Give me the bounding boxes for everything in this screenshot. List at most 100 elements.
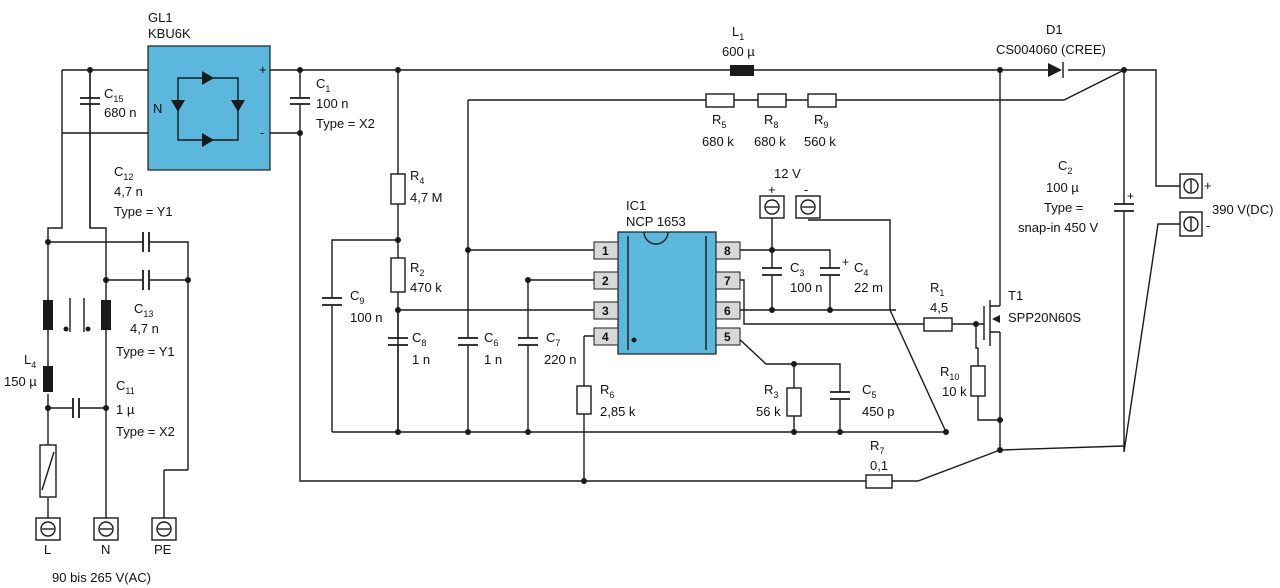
c1-type: Type = X2 (316, 116, 375, 131)
c15-value: 680 n (104, 105, 137, 120)
c4-label: C4 (854, 260, 868, 278)
bridge-n-label: N (153, 101, 162, 116)
r10-body (970, 365, 986, 397)
wires (47, 69, 1180, 520)
c11-label: C11 (116, 378, 135, 396)
bridge-plus-label: + (259, 62, 267, 77)
c2-type1: Type = (1044, 200, 1083, 215)
terminal-out-plus (1179, 173, 1203, 199)
c9-label: C9 (350, 288, 364, 306)
c12-label: C12 (114, 164, 133, 182)
terminals (35, 173, 1203, 541)
ic-pin-6: 6 (724, 304, 731, 318)
d1-label: D1 (1046, 22, 1063, 37)
ic-pin-5: 5 (724, 330, 731, 344)
c5-value: 450 p (862, 404, 895, 419)
c2-plus: + (1127, 189, 1134, 203)
ic-pin-7: 7 (724, 274, 731, 288)
terminal-12v-plus (759, 195, 785, 219)
input-n: N (101, 542, 110, 557)
r6-body (576, 385, 592, 415)
terminal-pe (151, 517, 177, 541)
c12-type: Type = Y1 (114, 204, 173, 219)
r9-label: R9 (814, 112, 828, 130)
r6-label: R6 (600, 382, 614, 400)
ic-pin-3: 3 (602, 304, 609, 318)
r1-label: R1 (930, 280, 944, 298)
r9-value: 560 k (804, 134, 836, 149)
c7-label: C7 (546, 330, 560, 348)
c2-label: C2 (1058, 158, 1072, 176)
r4-value: 4,7 M (410, 190, 443, 205)
c4-plus: + (842, 255, 849, 269)
c13-label: C13 (134, 301, 153, 319)
t1-label: T1 (1008, 288, 1023, 303)
d1-value: CS004060 (CREE) (996, 42, 1106, 57)
c6-value: 1 n (484, 352, 502, 367)
inductors (43, 65, 754, 392)
c12-value: 4,7 n (114, 184, 143, 199)
ic-name: IC1 (626, 198, 646, 213)
supply-plus: + (768, 182, 776, 197)
r10-value: 10 k (942, 384, 967, 399)
r4-body (390, 173, 406, 205)
r2-value: 470 k (410, 280, 442, 295)
l1-value: 600 µ (722, 44, 755, 59)
out-minus: - (1206, 218, 1210, 233)
input-range: 90 bis 265 V(AC) (52, 570, 151, 585)
r3-body (786, 387, 802, 417)
r4-label: R4 (410, 168, 424, 186)
r8-value: 680 k (754, 134, 786, 149)
r8-label: R8 (764, 112, 778, 130)
c9-value: 100 n (350, 310, 383, 325)
r1-value: 4,5 (930, 300, 948, 315)
c15-label: C15 (104, 86, 123, 104)
mosfet-t1-icon (983, 300, 1000, 346)
input-pe: PE (154, 542, 172, 557)
t1-value: SPP20N60S (1008, 310, 1081, 325)
terminal-n (93, 517, 119, 541)
r2-body (390, 257, 406, 293)
r10-label: R10 (940, 364, 959, 382)
r5-body (705, 93, 735, 108)
r7-value: 0,1 (870, 458, 888, 473)
bridge-minus-label: - (260, 125, 264, 140)
r9-body (807, 93, 837, 108)
r1-body (923, 317, 953, 332)
terminal-l (35, 517, 61, 541)
c8-label: C8 (412, 330, 426, 348)
c1-label: C1 (316, 76, 330, 94)
component-labels: C15 680 n C1 100 n Type = X2 C12 4,7 n T… (4, 22, 1273, 585)
r3-label: R3 (764, 382, 778, 400)
c1-value: 100 n (316, 96, 349, 111)
ic-pin-1: 1 (602, 244, 609, 258)
r5-label: R5 (712, 112, 726, 130)
l4-label: L4 (24, 352, 36, 370)
r6-value: 2,85 k (600, 404, 636, 419)
c3-label: C3 (790, 260, 804, 278)
ic-pin-4: 4 (602, 330, 609, 344)
ic-pin-2: 2 (602, 274, 609, 288)
r7-body (865, 474, 893, 489)
l1-body (730, 65, 754, 76)
c3-value: 100 n (790, 280, 823, 295)
terminal-12v-minus (795, 195, 821, 219)
input-l: L (44, 542, 51, 557)
l1-label: L1 (732, 24, 744, 42)
r3-value: 56 k (756, 404, 781, 419)
c11-value: 1 µ (116, 402, 135, 417)
c7-value: 220 n (544, 352, 577, 367)
ic-pin-8: 8 (724, 244, 731, 258)
r7-label: R7 (870, 438, 884, 456)
r2-label: R2 (410, 260, 424, 278)
supply-minus: - (804, 182, 808, 197)
bridge-diode-icon (171, 71, 245, 147)
c11-type: Type = X2 (116, 424, 175, 439)
r8-body (757, 93, 787, 108)
resistors (390, 93, 986, 489)
l4-value: 150 µ (4, 374, 37, 389)
c2-type2: snap-in 450 V (1018, 220, 1099, 235)
c13-value: 4,7 n (130, 321, 159, 336)
ic1: 1 2 3 4 5 6 7 8 IC1 NCP 1653 (593, 198, 741, 355)
